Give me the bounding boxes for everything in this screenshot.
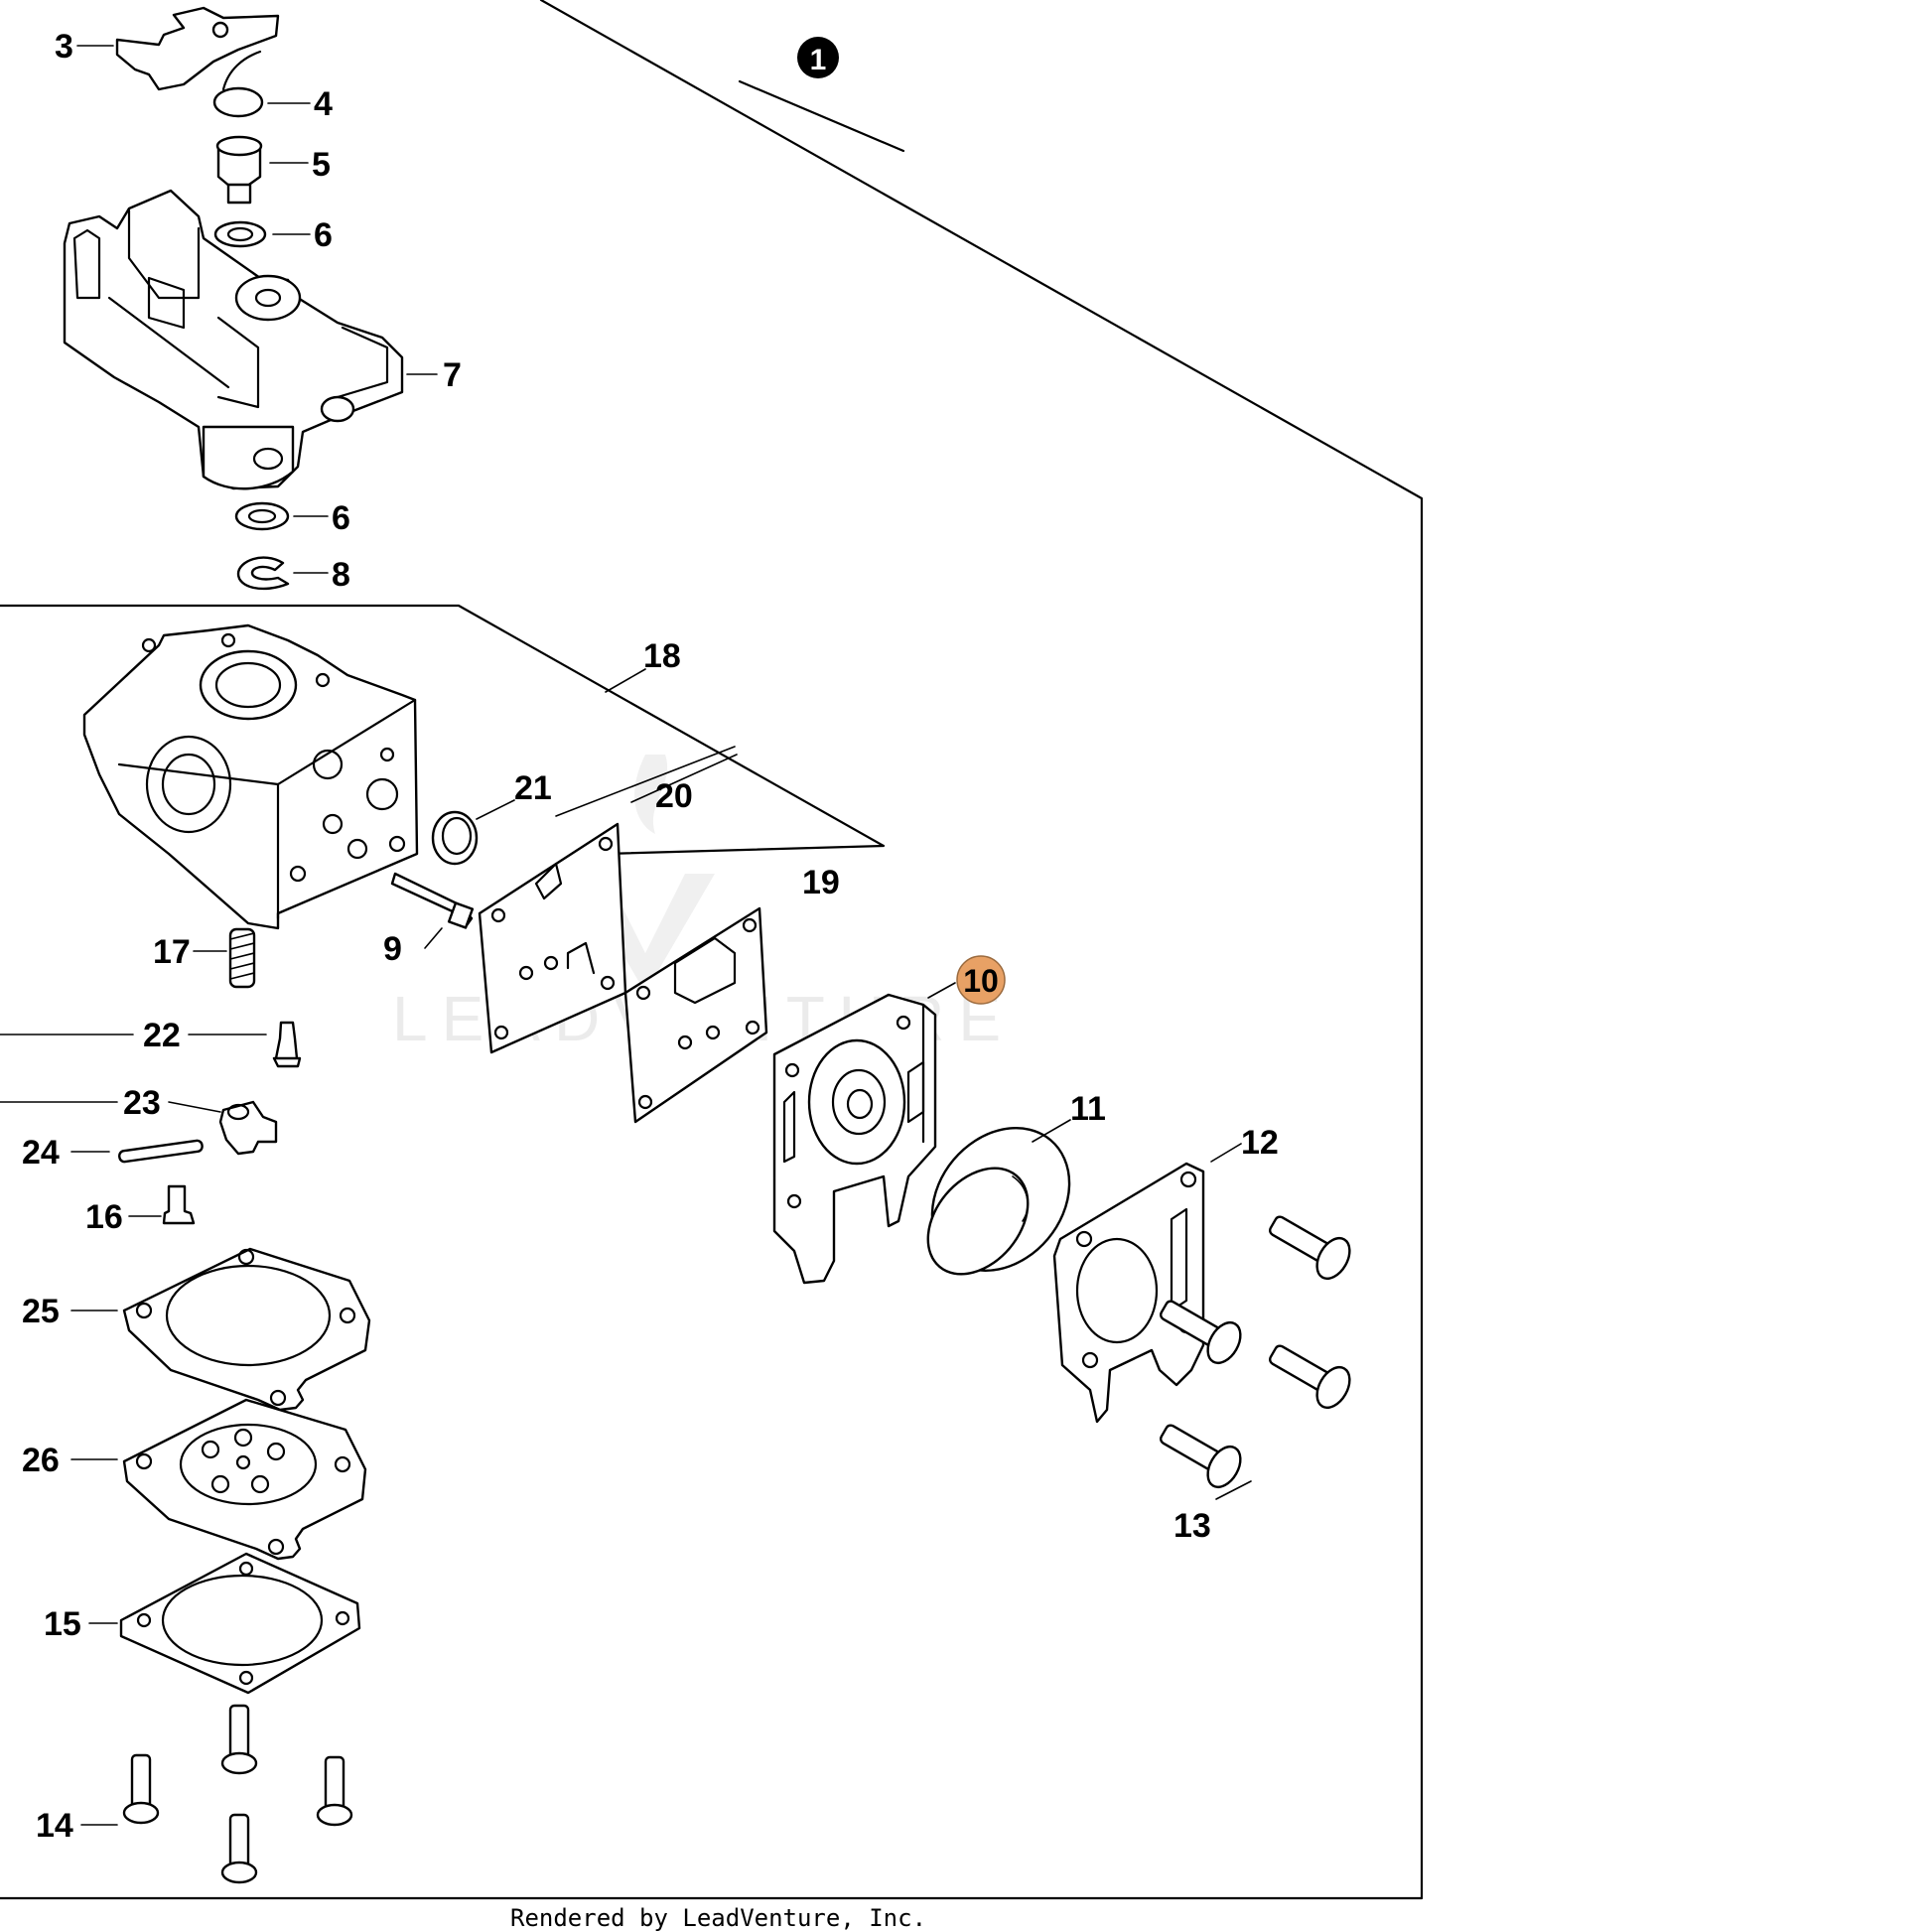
throttle-housing-part-7 [63, 189, 404, 490]
callout-10: 10 [963, 963, 999, 999]
callout-10-highlighted[interactable]: 10 [956, 955, 1006, 1005]
callout-15[interactable]: 15 [44, 1605, 81, 1643]
leader-lines [0, 45, 1252, 1826]
lever-part-23 [218, 1100, 278, 1156]
callout-17[interactable]: 17 [153, 933, 191, 971]
pump-body-part-10 [772, 993, 937, 1285]
spring-part-17 [228, 927, 256, 989]
gasket-part-25 [122, 1247, 371, 1412]
callout-20[interactable]: 20 [655, 777, 693, 815]
needle-valve-part-22 [272, 1021, 302, 1068]
washer-part-6-upper [213, 220, 267, 248]
screw-part-16 [162, 1184, 196, 1225]
callout-6-upper[interactable]: 6 [314, 216, 333, 254]
callout-numbers: 3 4 5 6 7 6 8 18 21 20 19 9 17 22 23 24 … [22, 28, 1279, 1845]
callout-13[interactable]: 13 [1173, 1507, 1211, 1545]
callout-9[interactable]: 9 [383, 930, 402, 968]
callout-23[interactable]: 23 [123, 1084, 161, 1122]
callout-4[interactable]: 4 [314, 85, 333, 123]
callout-3[interactable]: 3 [55, 28, 73, 66]
credit-text: Rendered by LeadVenture, Inc. [510, 1904, 926, 1932]
callout-22[interactable]: 22 [143, 1017, 181, 1054]
screws-part-13 [1159, 1215, 1351, 1488]
callout-14[interactable]: 14 [36, 1807, 73, 1845]
primer-bulb-part-11 [926, 1126, 1071, 1276]
assembly-outline [0, 0, 1424, 1900]
callout-25[interactable]: 25 [22, 1293, 60, 1330]
callout-11[interactable]: 11 [1070, 1090, 1106, 1128]
assembly-marker-1[interactable]: 1 [797, 37, 839, 78]
callout-12[interactable]: 12 [1241, 1124, 1279, 1162]
screen-part-21 [431, 810, 479, 866]
gasket-part-19 [623, 906, 768, 1124]
callout-24[interactable]: 24 [22, 1134, 60, 1172]
screw-part-5 [215, 135, 263, 205]
callout-19[interactable]: 19 [802, 864, 840, 901]
pin-part-24 [118, 1139, 204, 1164]
bracket-part-3 [115, 6, 280, 91]
svg-text:1: 1 [810, 44, 827, 76]
callout-7[interactable]: 7 [443, 356, 462, 394]
callout-26[interactable]: 26 [22, 1442, 60, 1479]
callout-16[interactable]: 16 [85, 1198, 123, 1236]
needle-part-9 [390, 872, 475, 929]
cover-part-15 [119, 1552, 361, 1695]
callout-6-lower[interactable]: 6 [332, 499, 350, 537]
screws-part-14 [122, 1704, 353, 1884]
washer-part-6-lower [234, 501, 290, 531]
callout-21[interactable]: 21 [514, 769, 552, 807]
carburetor-body-part-18 [82, 623, 419, 930]
retainer-plate-part-12 [1052, 1162, 1205, 1424]
callout-18[interactable]: 18 [643, 637, 681, 675]
callout-8[interactable]: 8 [332, 556, 350, 594]
e-clip-part-8 [236, 556, 290, 591]
callout-5[interactable]: 5 [312, 146, 331, 184]
diaphragm-part-26 [122, 1398, 367, 1561]
o-ring-part-4 [212, 50, 264, 118]
